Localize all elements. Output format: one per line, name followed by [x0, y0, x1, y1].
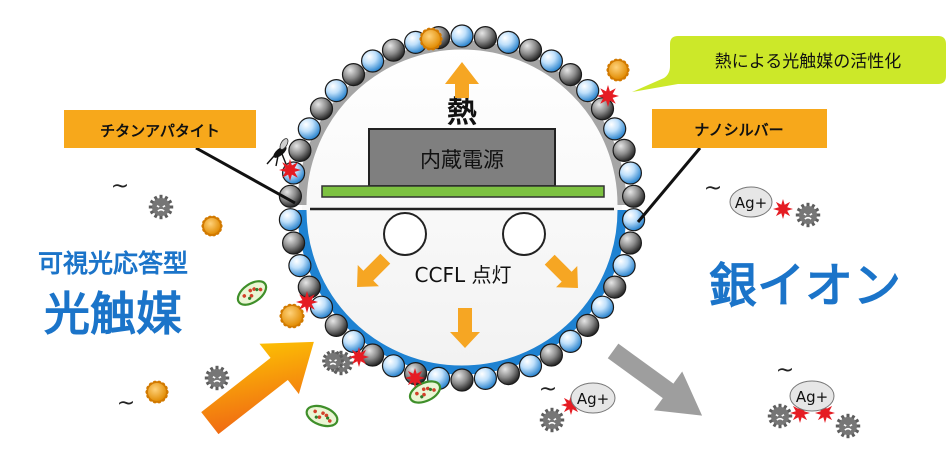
coating-bead: [278, 208, 302, 232]
titanium-apatite-box: [64, 110, 256, 148]
tilde-mark: ~: [776, 358, 794, 383]
coating-bead: [558, 329, 583, 353]
pollen-icon: [279, 303, 305, 329]
callout-text: 熱による光触媒の活性化: [715, 52, 902, 72]
visible-light-heading-2: 光触媒: [44, 287, 183, 341]
coating-bead: [450, 368, 474, 392]
coating-bead: [603, 117, 627, 141]
silver-ion-arrow: [607, 343, 703, 416]
heat-arrow-up: [445, 62, 479, 98]
reaction-spark-icon: [405, 368, 425, 388]
coating-bead: [612, 138, 636, 162]
titanium-apatite-label: チタンアパタイト: [100, 122, 220, 140]
tilde-mark: ~: [117, 391, 135, 416]
ccfl-lamp-left: [383, 212, 427, 256]
coating-bead: [278, 184, 302, 208]
coating-bead: [361, 49, 385, 73]
coating-bead: [603, 275, 627, 299]
motion-marks: ~ ~ ~ ~ ~: [111, 174, 794, 416]
particles: [145, 27, 861, 439]
silver-ion-heading: 銀イオン: [709, 258, 901, 314]
coating-bead: [518, 38, 543, 62]
coating-bead: [297, 275, 321, 299]
light-arrow-right: [544, 254, 578, 288]
virus-icon: [795, 202, 821, 228]
coating-bead: [558, 62, 583, 87]
nanosilver-leader-line: [636, 147, 702, 223]
pollen-icon: [201, 215, 223, 237]
coating-bead: [282, 231, 306, 255]
reaction-spark-icon: [597, 85, 619, 107]
virus-icon: [539, 407, 565, 433]
light-arrow-down: [450, 308, 480, 348]
coating-bead: [496, 362, 520, 386]
coating-bead: [324, 78, 348, 103]
coating-bead: [518, 354, 543, 378]
ag-ion-3: Ag+: [789, 380, 835, 412]
coating-bead: [618, 161, 643, 185]
reaction-spark-icon: [773, 199, 793, 219]
reaction-spark-icon: [296, 291, 318, 313]
coating-bead: [539, 343, 564, 367]
pollen-icon: [606, 58, 630, 82]
tilde-mark: ~: [111, 174, 129, 199]
coating-bead: [539, 49, 564, 73]
ag-ion-1: Ag+: [729, 186, 773, 218]
ag-ion-2: Ag+: [570, 382, 616, 414]
coating-bead: [381, 38, 406, 62]
virus-icon: [148, 194, 174, 220]
coating-bead: [618, 231, 643, 255]
coating-bead: [450, 24, 474, 48]
coating-bead: [309, 97, 334, 121]
coating-bead: [381, 354, 406, 378]
power-source-label: 内蔵電源: [420, 148, 504, 172]
coating-bead: [341, 62, 366, 87]
coating-bead: [576, 313, 600, 337]
coating-bead: [341, 329, 366, 353]
virus-icon: [204, 365, 230, 391]
light-arrow-left: [357, 253, 391, 287]
pollen-icon: [419, 27, 443, 51]
coating-bead: [576, 78, 600, 103]
ag-ion-1-label: Ag+: [735, 194, 767, 212]
reaction-spark-icon: [279, 159, 301, 181]
coating-bead: [288, 254, 312, 278]
pollen-icon: [145, 380, 169, 404]
circuit-board: [321, 185, 605, 198]
heat-label: 熱: [447, 95, 477, 130]
coating-bead: [496, 30, 520, 55]
virus-icon: [835, 413, 861, 439]
visible-light-heading-1: 可視光応答型: [38, 249, 188, 278]
nano-silver-label: ナノシルバー: [694, 121, 783, 139]
coating-bead: [621, 208, 646, 232]
ag-ion-3-label: Ag+: [796, 388, 828, 406]
coating-bead: [612, 254, 636, 278]
coating-bead: [621, 184, 646, 208]
ag-ion-2-label: Ag+: [577, 390, 609, 408]
coating-bead: [288, 138, 312, 162]
reaction-spark-icon: [349, 347, 369, 367]
ccfl-lamp-right: [502, 212, 546, 256]
titanium-leader-line: [195, 146, 296, 205]
nano-silver-box: [652, 109, 827, 148]
coating-bead: [324, 313, 348, 337]
coating-bead: [297, 117, 321, 141]
bacteria-icon: [236, 280, 268, 306]
bacteria-icon: [305, 404, 339, 428]
callout-bubble: [632, 36, 946, 92]
incoming-light-arrow: [201, 341, 314, 435]
coating-bead: [473, 366, 497, 390]
mosquito-icon: [266, 138, 289, 167]
coating-bead: [590, 295, 615, 319]
tilde-mark: ~: [704, 176, 722, 201]
ccfl-label: CCFL 点灯: [415, 263, 512, 287]
coating-bead: [309, 295, 334, 319]
virus-icon: [322, 350, 344, 372]
coating-bead: [473, 25, 497, 50]
tilde-mark: ~: [539, 377, 557, 402]
virus-icon: [767, 403, 793, 429]
